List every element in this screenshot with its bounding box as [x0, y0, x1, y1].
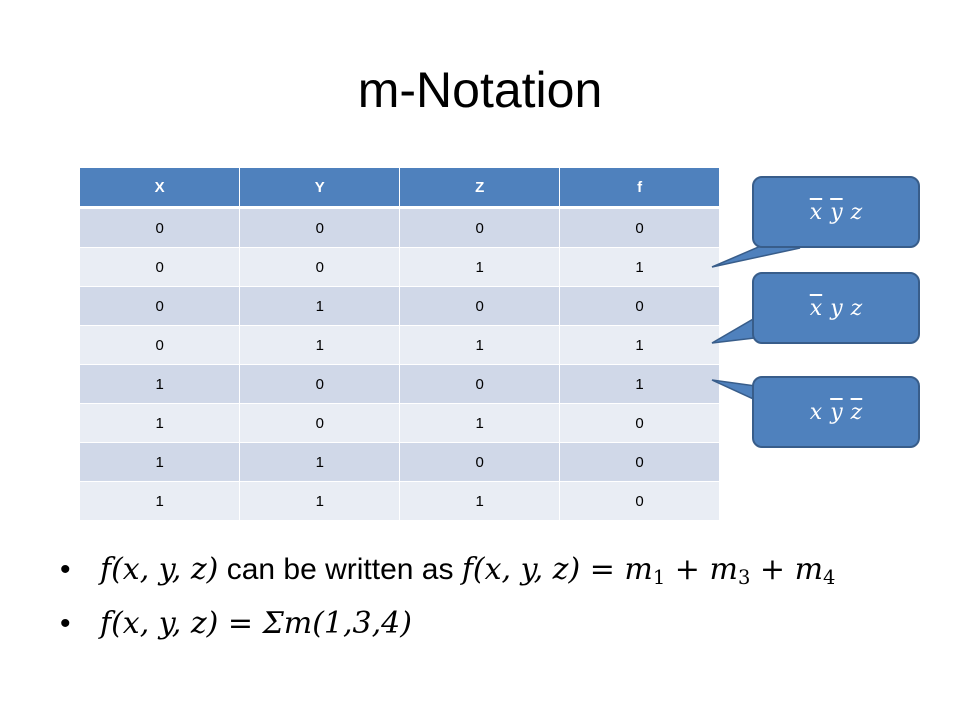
bullet-item-2: • f(x, y, z) = Σm(1,3,4)	[60, 606, 920, 642]
table-cell: 1	[80, 403, 241, 443]
table-cell: 1	[239, 286, 401, 326]
plus-sign: +	[750, 552, 795, 587]
table-cell: 1	[80, 442, 241, 482]
header-x: X	[80, 168, 241, 209]
table-cell: 0	[239, 403, 401, 443]
function-eq-lhs: f(x, y, z) =	[461, 552, 625, 587]
callout-minterm-1: x y z	[752, 176, 920, 248]
table-cell: 1	[559, 247, 720, 287]
table-cell: 1	[399, 325, 561, 365]
table-cell: 0	[559, 286, 720, 326]
table-cell: 0	[80, 247, 241, 287]
table-cell: 0	[239, 247, 401, 287]
table-cell: 0	[399, 364, 561, 404]
table-cell: 0	[399, 207, 561, 248]
table-cell: 0	[559, 481, 720, 521]
callout-1-var-z: z	[850, 199, 863, 225]
table-cell: 1	[559, 364, 720, 404]
table-cell: 1	[399, 247, 561, 287]
plus-sign: +	[665, 552, 710, 587]
bullet-1-text: can be written as	[218, 553, 462, 586]
callout-3-var-z: z	[850, 399, 863, 425]
table-cell: 0	[399, 442, 561, 482]
table-cell: 1	[80, 481, 241, 521]
callout-minterm-3: x y z	[752, 272, 920, 344]
table-cell: 0	[80, 286, 241, 326]
table-cell: 1	[80, 364, 241, 404]
callout-2-var-z: z	[850, 295, 863, 321]
table-cell: 1	[399, 403, 561, 443]
callout-minterm-4: x y z	[752, 376, 920, 448]
callout-1-var-y: y	[830, 199, 843, 225]
minterm-m1: m1	[624, 552, 666, 589]
table-cell: 1	[399, 481, 561, 521]
bullet-dot: •	[60, 606, 71, 640]
table-cell: 1	[559, 325, 720, 365]
table-cell: 0	[559, 442, 720, 482]
table-cell: 0	[559, 207, 720, 248]
table-cell: 0	[239, 207, 401, 248]
sigma-symbol: Σ	[262, 605, 284, 641]
minterm-m4: m4	[794, 552, 836, 589]
table-cell: 1	[239, 481, 401, 521]
header-f: f	[559, 168, 720, 209]
bullet-item-1: • f(x, y, z) can be written as f(x, y, z…	[60, 552, 920, 596]
table-cell: 0	[239, 364, 401, 404]
callout-2-var-y: y	[830, 295, 843, 321]
table-cell: 0	[80, 207, 241, 248]
table-cell: 0	[399, 286, 561, 326]
header-y: Y	[239, 168, 401, 209]
slide-title: m-Notation	[357, 62, 603, 118]
callout-3-var-x: x	[809, 399, 823, 425]
header-z: Z	[399, 168, 561, 209]
table-cell: 1	[239, 442, 401, 482]
callout-1-var-x: x	[809, 199, 823, 225]
bullet-list: • f(x, y, z) can be written as f(x, y, z…	[60, 552, 920, 652]
sum-eq-lhs: f(x, y, z) =	[100, 605, 263, 641]
table-cell: 0	[80, 325, 241, 365]
table-cell: 0	[559, 403, 720, 443]
callout-2-var-x: x	[809, 295, 823, 321]
callout-3-var-y: y	[830, 399, 843, 425]
sum-of-minterms: m(1,3,4)	[283, 605, 412, 641]
table-header-row: X Y Z f	[80, 168, 720, 209]
minterm-m3: m3	[709, 552, 751, 589]
function-expr: f(x, y, z)	[100, 552, 219, 587]
table-cell: 1	[239, 325, 401, 365]
bullet-dot: •	[60, 553, 71, 586]
